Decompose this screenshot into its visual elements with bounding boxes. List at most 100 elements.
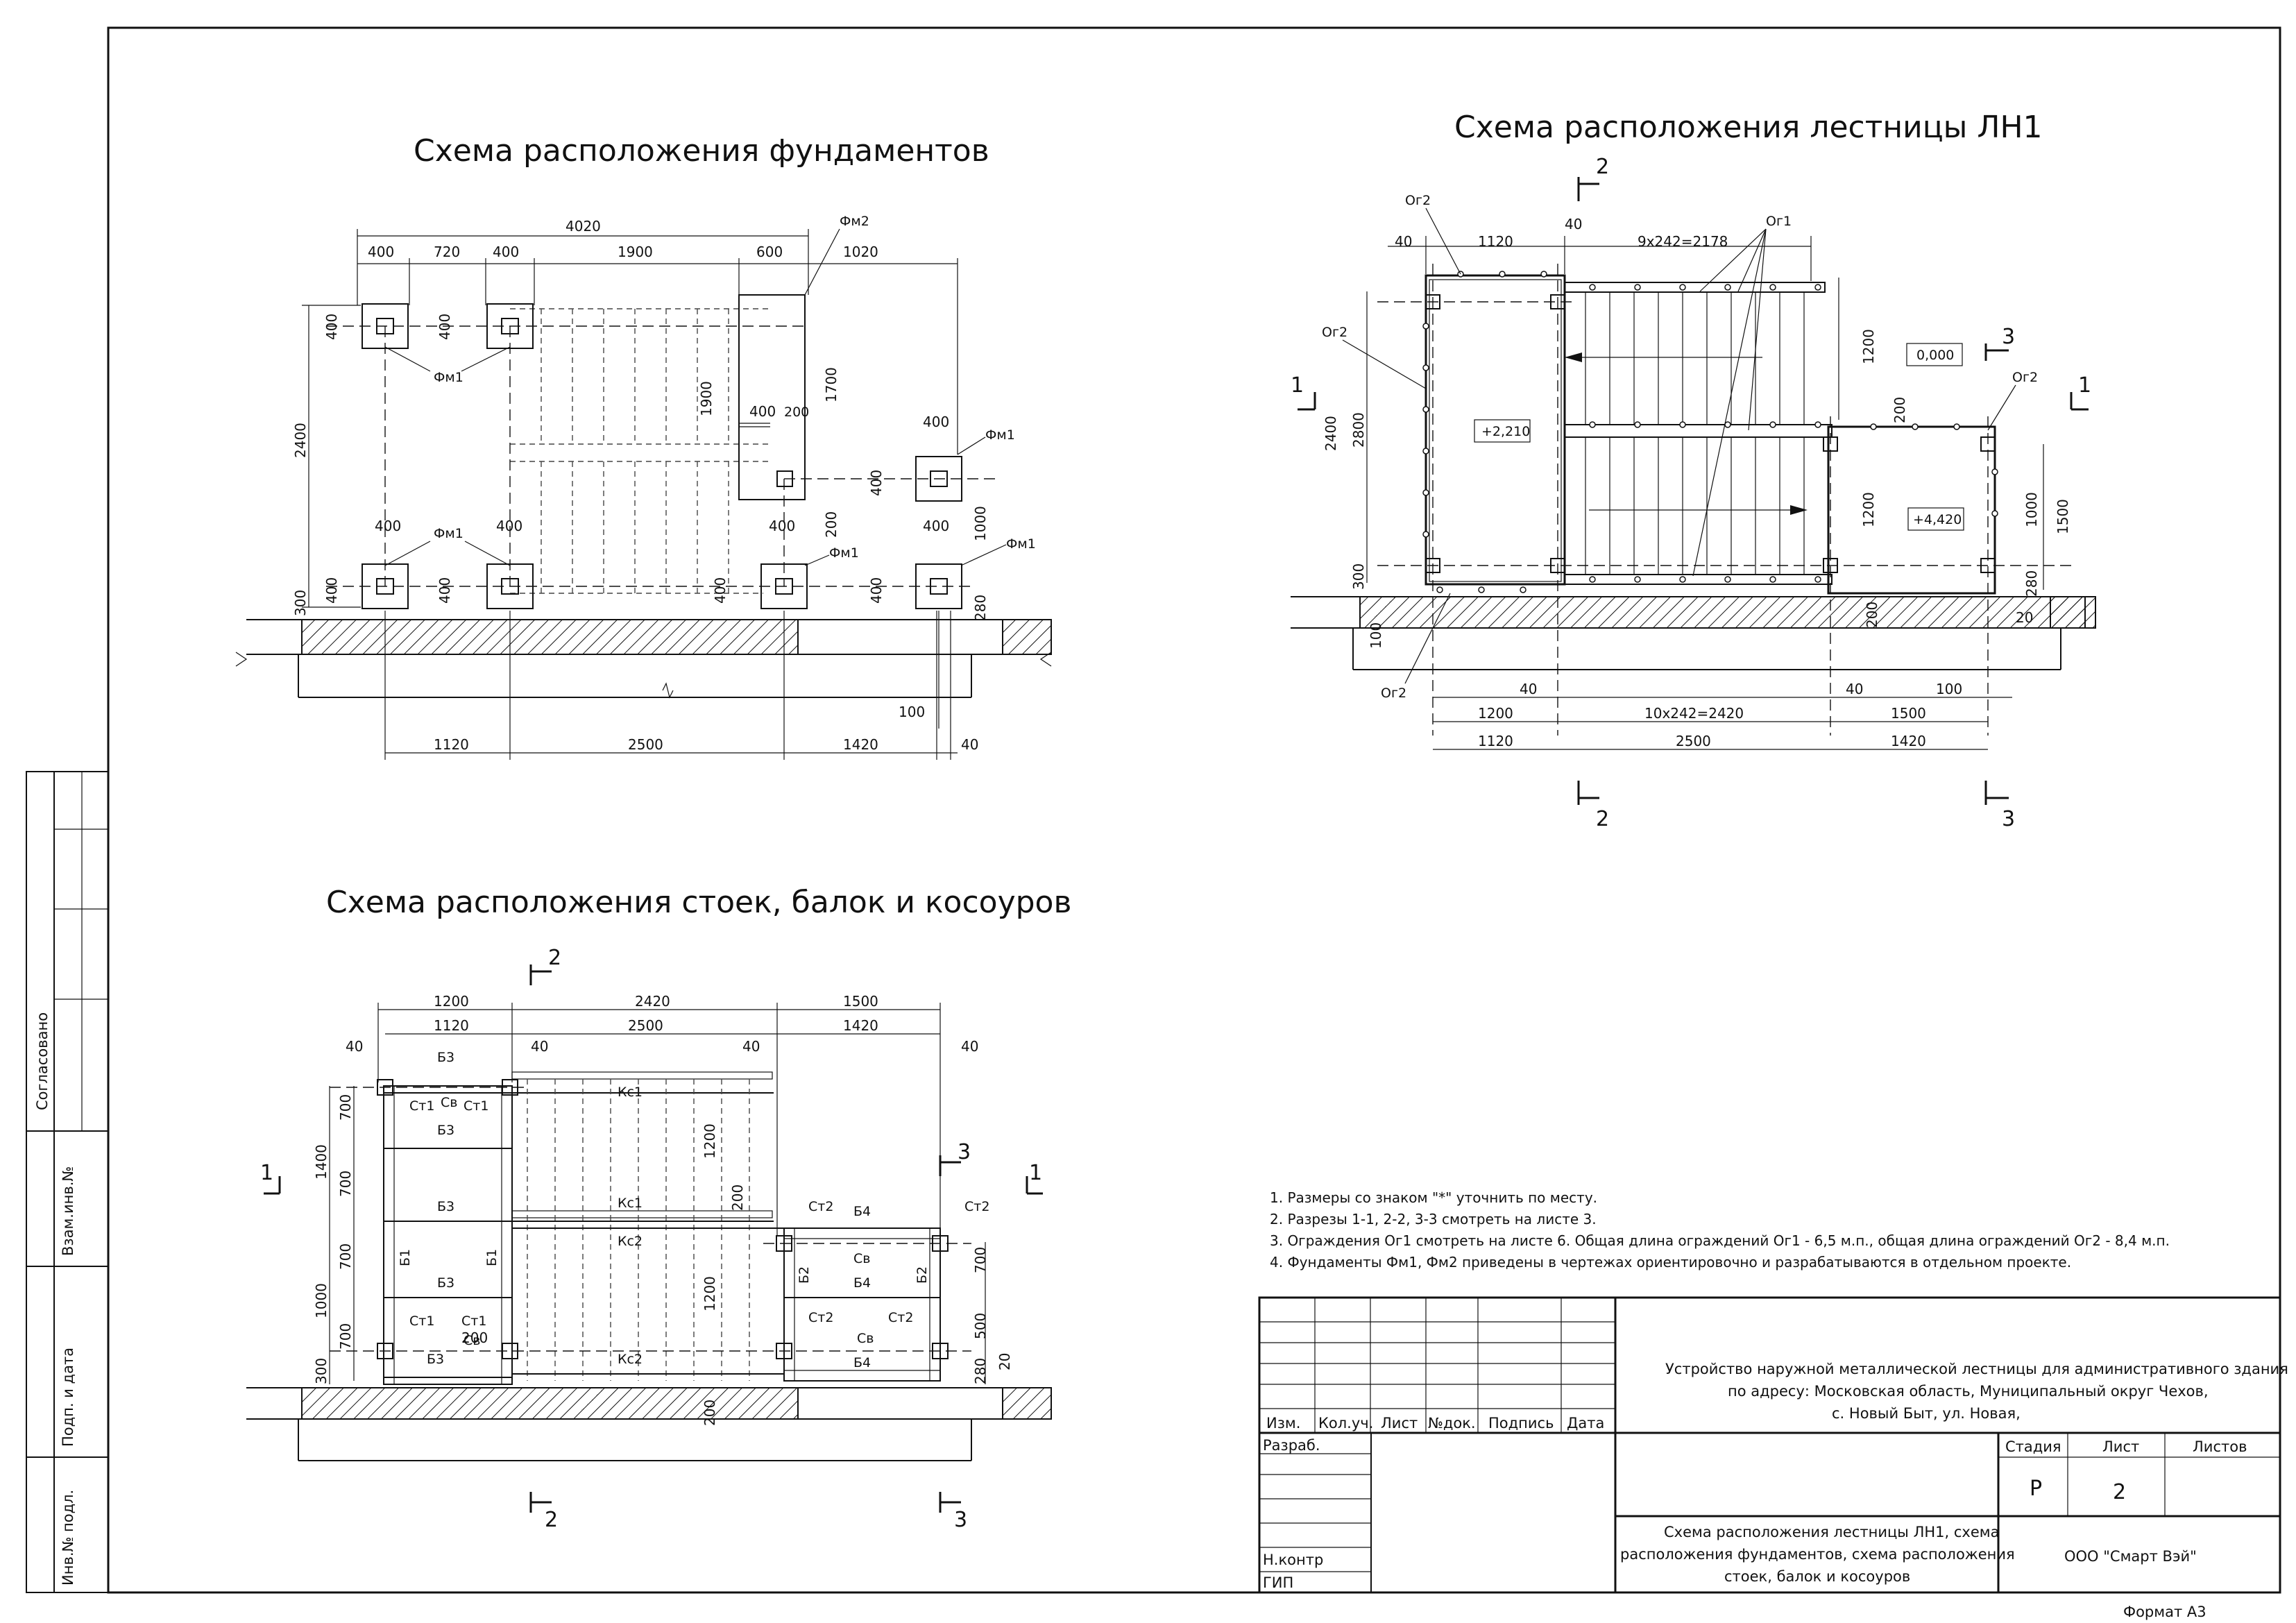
col-top-2500: 2500 xyxy=(628,1017,663,1034)
fdn-dim-1900v: 1900 xyxy=(698,381,715,416)
col-label-b3b: Б3 xyxy=(437,1123,454,1138)
fdn-dim-i14: 400 xyxy=(375,518,401,534)
fdn-dim-i16: 400 xyxy=(769,518,795,534)
title-columns: Схема расположения стоек, балок и косоур… xyxy=(326,885,1071,920)
stair-dim-r200: 200 xyxy=(1891,397,1908,423)
elev-zero: 0,000 xyxy=(1916,348,1954,363)
fdn-label-fm1-e: Фм1 xyxy=(1006,536,1036,552)
fdn-label-fm2: Фм2 xyxy=(840,214,869,229)
title-stair: Схема расположения лестницы ЛН1 xyxy=(1454,110,2043,145)
tb-project-2: по адресу: Московская область, Муниципал… xyxy=(1728,1383,2209,1400)
col-sec-2b: 2 xyxy=(545,1508,558,1532)
stair-dim-b40b: 40 xyxy=(1846,681,1863,697)
fdn-dim-i7: 400 xyxy=(868,470,885,496)
stair-sec-1a: 1 xyxy=(1291,373,1304,398)
fdn-dim-left-400b: 400 xyxy=(323,577,340,604)
stair-og2-top: Ог2 xyxy=(1405,193,1431,208)
tb-name-3: стоек, балок и косоуров xyxy=(1724,1568,1910,1585)
fdn-dim-left-400: 400 xyxy=(323,314,340,340)
fdn-label-fm1-c: Фм1 xyxy=(985,427,1015,443)
col-label-b3e: Б3 xyxy=(427,1352,444,1367)
stair-dim-r1200a: 1200 xyxy=(1860,329,1877,364)
col-label-st2c: Ст2 xyxy=(808,1310,833,1325)
col-top-1500: 1500 xyxy=(843,993,878,1010)
fdn-bottom-40: 40 xyxy=(961,736,978,753)
notes: 1. Размеры со знаком "*" уточнить по мес… xyxy=(1270,1189,2170,1271)
fdn-dim-300: 300 xyxy=(292,590,309,616)
title-foundations: Схема расположения фундаментов xyxy=(414,133,989,169)
stair-sec-2b: 2 xyxy=(1596,807,1609,831)
fdn-bottom-1420: 1420 xyxy=(843,736,878,753)
side-original-no: Инв.№ подл. xyxy=(60,1490,76,1586)
col-top-1120: 1120 xyxy=(434,1017,469,1034)
side-sign-date: Подп. и дата xyxy=(60,1348,76,1447)
note-4: 4. Фундаменты Фм1, Фм2 приведены в черте… xyxy=(1270,1254,2071,1271)
col-label-b4c: Б4 xyxy=(853,1355,871,1370)
col-label-ks2b: Кс2 xyxy=(618,1352,643,1367)
stair-sec-2a: 2 xyxy=(1596,155,1609,179)
side-replacement: Взам.инв.№ xyxy=(60,1166,76,1256)
fdn-dim-720: 720 xyxy=(434,244,460,260)
tb-stage-h: Стадия xyxy=(2005,1438,2061,1455)
fdn-dim-2400: 2400 xyxy=(292,423,309,458)
fdn-dim-i1: 400 xyxy=(436,577,453,604)
col-top-2420: 2420 xyxy=(635,993,670,1010)
col-sec-1b: 1 xyxy=(1029,1161,1042,1185)
col-label-b3a: Б3 xyxy=(437,1050,454,1065)
stair-dim-top-40a: 40 xyxy=(1395,233,1412,250)
side-stamp: Согласовано Взам.инв.№ Подп. и дата Инв.… xyxy=(26,771,109,1593)
col-right-500: 500 xyxy=(972,1313,989,1339)
stair-dim-r280: 280 xyxy=(2023,570,2040,597)
fdn-dim-400b: 400 xyxy=(493,244,519,260)
col-label-st2a: Ст2 xyxy=(808,1199,833,1214)
col-top-40c: 40 xyxy=(742,1038,760,1055)
stair-dim-100: 100 xyxy=(1368,622,1384,649)
col-top-40b: 40 xyxy=(531,1038,548,1055)
stair-dim-300: 300 xyxy=(1350,563,1367,590)
fdn-label-fm1-b: Фм1 xyxy=(434,526,464,541)
stair-og2-left: Ог2 xyxy=(1322,325,1347,340)
col-top-1200: 1200 xyxy=(434,993,469,1010)
elev-lower: +4,420 xyxy=(1913,512,1962,527)
fdn-dim-i6: 200 xyxy=(823,511,840,538)
stair-dim-bsteps: 10x242=2420 xyxy=(1644,705,1744,722)
col-label-b2b: Б2 xyxy=(915,1266,930,1284)
col-sec-1a: 1 xyxy=(260,1161,273,1185)
note-3: 3. Ограждения Ог1 смотреть на листе 6. О… xyxy=(1270,1232,2170,1249)
tb-sheet: 2 xyxy=(2113,1480,2126,1504)
col-label-sv-d: Св xyxy=(857,1331,874,1346)
tb-h-doc: №док. xyxy=(1428,1415,1476,1431)
title-block: Изм. Кол.уч. Лист №док. Подпись Дата Раз… xyxy=(1258,1296,2288,1594)
col-label-sv-a: Св xyxy=(441,1095,457,1110)
col-label-b4b: Б4 xyxy=(853,1275,871,1291)
col-right-700: 700 xyxy=(972,1247,989,1273)
fdn-bottom-2500: 2500 xyxy=(628,736,663,753)
fdn-dim-i4: 400 xyxy=(749,403,776,420)
tb-role-ncontr: Н.контр xyxy=(1263,1552,1323,1568)
tb-role-gip: ГИП xyxy=(1263,1574,1293,1591)
elev-upper: +2,210 xyxy=(1481,424,1530,439)
stair-dim-r1200b: 1200 xyxy=(1860,492,1877,527)
stair-dim-c2500: 2500 xyxy=(1676,733,1711,749)
col-top-40d: 40 xyxy=(961,1038,978,1055)
col-right-280: 280 xyxy=(972,1358,989,1384)
col-label-ks2a: Кс2 xyxy=(618,1234,643,1249)
stair-og1: Ог1 xyxy=(1766,214,1792,229)
fdn-dim-i13: 400 xyxy=(712,577,729,604)
tb-project-1: Устройство наружной металлической лестни… xyxy=(1665,1361,2288,1377)
col-top-40a: 40 xyxy=(346,1038,363,1055)
col-label-sv-c: Св xyxy=(853,1251,870,1266)
stair-plan: +2,210 +4,420 0,000 1 1 xyxy=(1291,155,2096,831)
tb-h-koluch: Кол.уч. xyxy=(1318,1415,1373,1431)
stair-dim-r20: 20 xyxy=(2016,609,2033,626)
stair-dim-c1420: 1420 xyxy=(1891,733,1926,749)
col-left-700a: 700 xyxy=(337,1094,354,1121)
tb-role-dev: Разраб. xyxy=(1263,1437,1320,1454)
col-label-b1a: Б1 xyxy=(398,1249,413,1266)
stair-dim-2800: 2800 xyxy=(1350,412,1367,448)
col-label-ks1a: Кс1 xyxy=(618,1085,643,1100)
fdn-dim-600: 600 xyxy=(756,244,783,260)
col-label-st1a: Ст1 xyxy=(409,1098,434,1114)
col-right-20: 20 xyxy=(996,1353,1013,1370)
